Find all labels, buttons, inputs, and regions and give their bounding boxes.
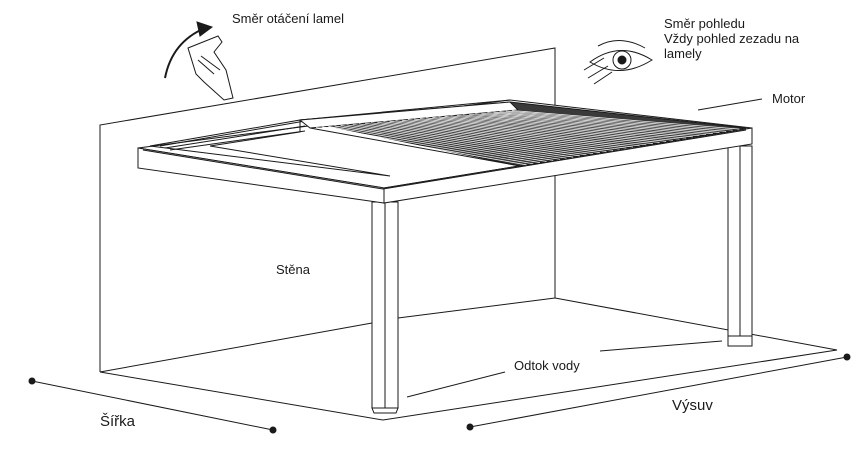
projection-dimension-line	[466, 353, 851, 431]
louvre-slat	[352, 123, 567, 159]
ground-outline	[99, 297, 838, 421]
projection-label: Výsuv	[672, 397, 713, 414]
width-label: Šířka	[100, 413, 136, 430]
view-direction-line-2: Vždy pohled zezadu na	[664, 31, 800, 46]
view-direction-label: Směr pohledu Vždy pohled zezadu na lamel…	[664, 16, 799, 61]
rotation-direction-label: Směr otáčení lamel	[232, 11, 344, 26]
louvre-slat	[456, 114, 680, 140]
width-dimension-line	[28, 377, 277, 434]
louvre-slat	[450, 115, 673, 141]
louvre-slat	[401, 119, 620, 150]
view-direction-line-3: lamely	[664, 46, 702, 61]
motor-label: Motor	[772, 91, 806, 106]
louvre-slat	[438, 116, 660, 143]
louvre-slat	[462, 114, 687, 139]
louvre-slat	[444, 116, 667, 142]
louvre-slat	[487, 112, 713, 134]
louvre-slat	[481, 112, 707, 136]
louvre-slat	[426, 117, 647, 146]
louvre-slat	[334, 125, 547, 162]
louvre-slat	[469, 113, 693, 138]
louvre-slat	[395, 120, 614, 151]
water-drain-label: Odtok vody	[514, 358, 580, 373]
water-drain-leader-right	[599, 340, 723, 352]
louvre-slat	[322, 126, 534, 165]
motor-leader	[697, 98, 763, 111]
louvre-slat	[346, 124, 560, 160]
louvre-slat	[420, 118, 640, 147]
louvre-slat-lines	[316, 110, 740, 166]
louvre-slat	[389, 120, 607, 152]
louvre-slat	[407, 119, 627, 149]
view-direction-line-1: Směr pohledu	[664, 16, 745, 31]
louvre-slat	[505, 110, 733, 131]
back-post	[727, 145, 753, 347]
louvre-profile-icon	[187, 35, 234, 101]
water-drain-leader-left	[406, 371, 506, 398]
wall-label: Stěna	[276, 262, 310, 277]
louvre-slat	[432, 117, 653, 144]
wall	[99, 47, 556, 372]
louvre-slat	[383, 121, 600, 153]
louvre-slat	[511, 110, 740, 130]
louvres	[298, 101, 747, 167]
louvre-slat	[475, 113, 700, 137]
louvre-slat	[340, 125, 554, 161]
louvre-slat	[371, 122, 587, 156]
rotation-arrow-icon	[164, 21, 214, 79]
louvre-slat	[413, 118, 634, 148]
louvre-slat	[377, 121, 594, 155]
louvre-slat	[365, 122, 580, 157]
louvre-slat	[316, 127, 527, 166]
louvre-slat	[358, 123, 574, 158]
front-post	[371, 201, 399, 414]
louvre-slat	[499, 111, 727, 132]
eye-icon	[583, 40, 653, 85]
louvre-slat	[493, 111, 720, 133]
louvre-slat	[328, 126, 540, 163]
